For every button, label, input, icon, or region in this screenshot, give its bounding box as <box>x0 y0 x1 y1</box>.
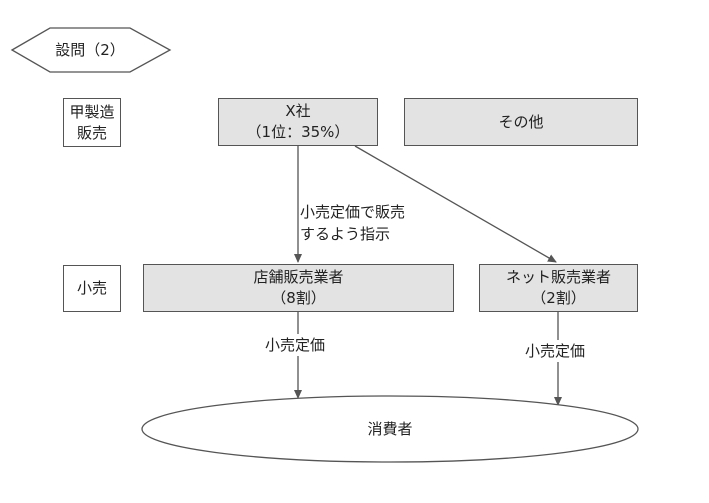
question-label: 設問（2） <box>55 41 125 59</box>
node-company-x: X社 （1位：35%） <box>218 98 378 146</box>
edge-label-net-consumer: 小売定価 <box>525 340 586 362</box>
stage-retail: 小売 <box>63 265 121 312</box>
question-diamond <box>10 27 172 73</box>
others-label: その他 <box>498 112 544 131</box>
stage-manufacturer-line1: 甲製造 <box>69 102 115 121</box>
consumer-label: 消費者 <box>367 420 413 438</box>
edge-label-instruction-line2: するよう指示 <box>300 223 391 245</box>
node-others: その他 <box>404 98 638 146</box>
edge-label-store-consumer: 小売定価 <box>265 334 326 356</box>
net-sellers-share: （2割） <box>531 289 586 307</box>
node-net-sellers: ネット販売業者 （2割） <box>479 264 638 312</box>
company-x-share: （1位：35%） <box>246 123 350 141</box>
company-x-name: X社 <box>285 102 311 120</box>
store-sellers-share: （8割） <box>271 289 326 307</box>
store-sellers-name: 店舗販売業者 <box>253 268 344 286</box>
net-sellers-name: ネット販売業者 <box>505 268 611 286</box>
node-store-sellers: 店舗販売業者 （8割） <box>143 264 454 312</box>
arrow-x-to-net <box>354 145 557 263</box>
consumer-ellipse <box>141 395 639 463</box>
stage-manufacturer-line2: 販売 <box>76 123 107 142</box>
stage-retail-label: 小売 <box>76 279 107 297</box>
stage-manufacturer: 甲製造 販売 <box>63 98 121 147</box>
edge-label-instruction-line1: 小売定価で販売 <box>300 201 406 223</box>
